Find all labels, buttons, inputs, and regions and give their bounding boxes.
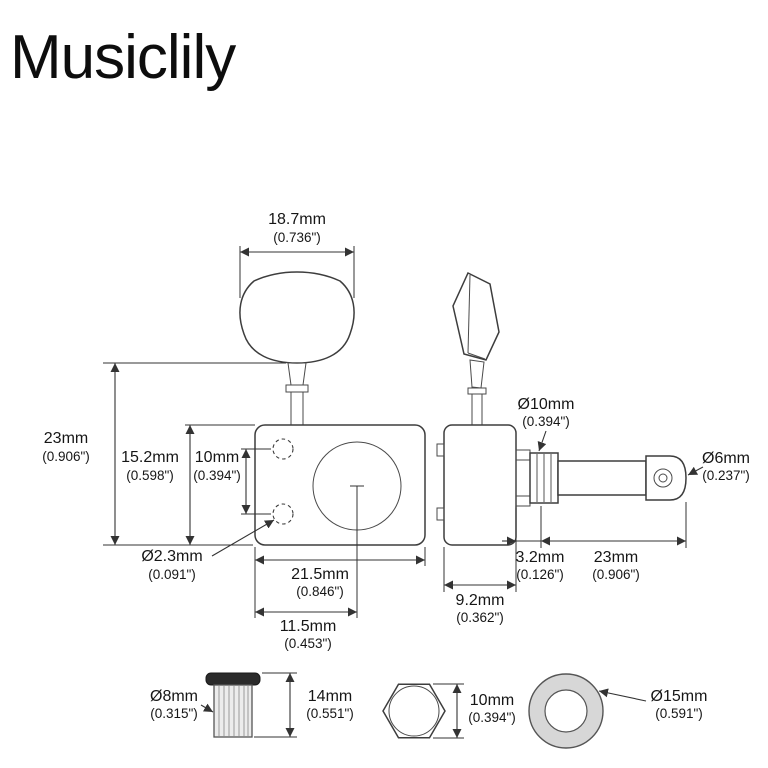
bushing-knurling bbox=[218, 686, 249, 736]
post-tip bbox=[645, 455, 687, 501]
dim-label: 3.2mm bbox=[516, 549, 565, 566]
hex-nut-part bbox=[382, 683, 446, 739]
dim-post-tip-dia: Ø6mm (0.237") bbox=[687, 450, 750, 483]
dim-label-in: (0.846") bbox=[296, 584, 344, 599]
screw-hole-bottom bbox=[272, 503, 294, 525]
dim-washer-dia: Ø15mm (0.591") bbox=[598, 688, 708, 721]
dim-label-in: (0.126") bbox=[516, 567, 564, 582]
dim-label: Ø10mm bbox=[518, 396, 575, 413]
dim-label-in: (0.906") bbox=[592, 567, 640, 582]
string-hole bbox=[653, 468, 673, 488]
dim-button-width: 18.7mm (0.736") bbox=[239, 211, 355, 298]
dim-label: 9.2mm bbox=[456, 592, 505, 609]
dim-label-in: (0.362") bbox=[456, 610, 504, 625]
bushing-barrel bbox=[213, 684, 253, 738]
dim-label-in: (0.906") bbox=[42, 449, 90, 464]
dim-body-depth: 9.2mm (0.362") bbox=[443, 547, 516, 625]
dim-label-in: (0.394") bbox=[193, 468, 241, 483]
dim-label-in: (0.453") bbox=[284, 636, 332, 651]
dim-hole-spacing: 10mm (0.394") bbox=[193, 448, 271, 515]
dim-post-length: 23mm (0.906") bbox=[541, 502, 687, 582]
bushing-flange bbox=[205, 672, 261, 686]
dim-label-in: (0.551") bbox=[306, 706, 354, 721]
dim-label-in: (0.598") bbox=[126, 468, 174, 483]
dim-label: Ø15mm bbox=[651, 688, 708, 705]
tuner-button-front bbox=[239, 271, 355, 364]
brand-logo: Musiclily bbox=[10, 23, 236, 92]
dim-body-width: 21.5mm (0.846") bbox=[254, 547, 426, 618]
dim-post-base-dia: Ø10mm (0.394") bbox=[518, 396, 575, 452]
dim-label-in: (0.237") bbox=[702, 468, 750, 483]
tuner-stem-side bbox=[467, 359, 487, 426]
dim-label: Ø6mm bbox=[702, 450, 750, 467]
gear-housing-front bbox=[254, 424, 426, 546]
dim-screw-hole-dia: Ø2.3mm (0.091") bbox=[141, 519, 275, 582]
washer-part bbox=[528, 673, 604, 749]
dim-step-length: 3.2mm (0.126") bbox=[502, 506, 564, 592]
dim-label: 23mm bbox=[44, 430, 88, 447]
dim-post-center-offset: 11.5mm (0.453") bbox=[255, 486, 358, 651]
dim-label: 15.2mm bbox=[121, 449, 179, 466]
dim-body-height: 15.2mm (0.598") bbox=[121, 424, 255, 545]
dim-label-in: (0.091") bbox=[148, 567, 196, 582]
dim-label-in: (0.315") bbox=[150, 706, 198, 721]
washer-inner bbox=[544, 689, 588, 733]
dim-nut-width: 10mm (0.394") bbox=[433, 683, 516, 739]
dim-label: Ø8mm bbox=[150, 688, 198, 705]
tuner-stem-front bbox=[285, 362, 309, 426]
dim-bushing-dia: Ø8mm (0.315") bbox=[150, 688, 214, 721]
dim-label: 18.7mm bbox=[268, 211, 326, 228]
dim-label: 10mm bbox=[470, 692, 514, 709]
dim-overall-height: 23mm (0.906") bbox=[42, 362, 286, 546]
dim-bushing-height: 14mm (0.551") bbox=[254, 672, 354, 738]
string-post bbox=[515, 449, 687, 507]
dim-label: 10mm bbox=[195, 449, 239, 466]
dim-label: 21.5mm bbox=[291, 566, 349, 583]
dim-label-in: (0.736") bbox=[273, 230, 321, 245]
screw-hole-top bbox=[272, 438, 294, 460]
dim-label: 14mm bbox=[308, 688, 352, 705]
tuner-button-side bbox=[452, 271, 500, 361]
bushing-part bbox=[205, 672, 261, 738]
post-shaft bbox=[557, 460, 647, 496]
dim-label-in: (0.591") bbox=[655, 706, 703, 721]
hex-nut-outline bbox=[382, 683, 446, 739]
dim-label: 23mm bbox=[594, 549, 638, 566]
gear-housing-side bbox=[443, 424, 517, 546]
dim-label-in: (0.394") bbox=[522, 414, 570, 429]
front-view bbox=[239, 271, 426, 546]
dim-label: 11.5mm bbox=[280, 618, 337, 635]
dim-label-in: (0.394") bbox=[468, 710, 516, 725]
dim-label: Ø2.3mm bbox=[141, 548, 202, 565]
side-view bbox=[436, 271, 687, 546]
hex-nut-chamfer-circle bbox=[388, 685, 440, 737]
